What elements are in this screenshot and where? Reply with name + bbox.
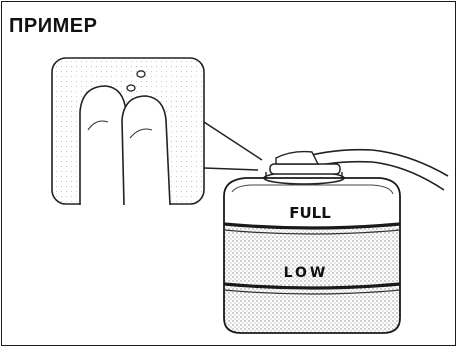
low-level-label: LOW [284, 265, 329, 281]
reservoir-tank [224, 178, 400, 333]
magnified-inset [52, 58, 204, 205]
full-level-label: FULL [289, 204, 331, 222]
reservoir-cap [264, 152, 344, 184]
callout-leader [204, 122, 262, 170]
